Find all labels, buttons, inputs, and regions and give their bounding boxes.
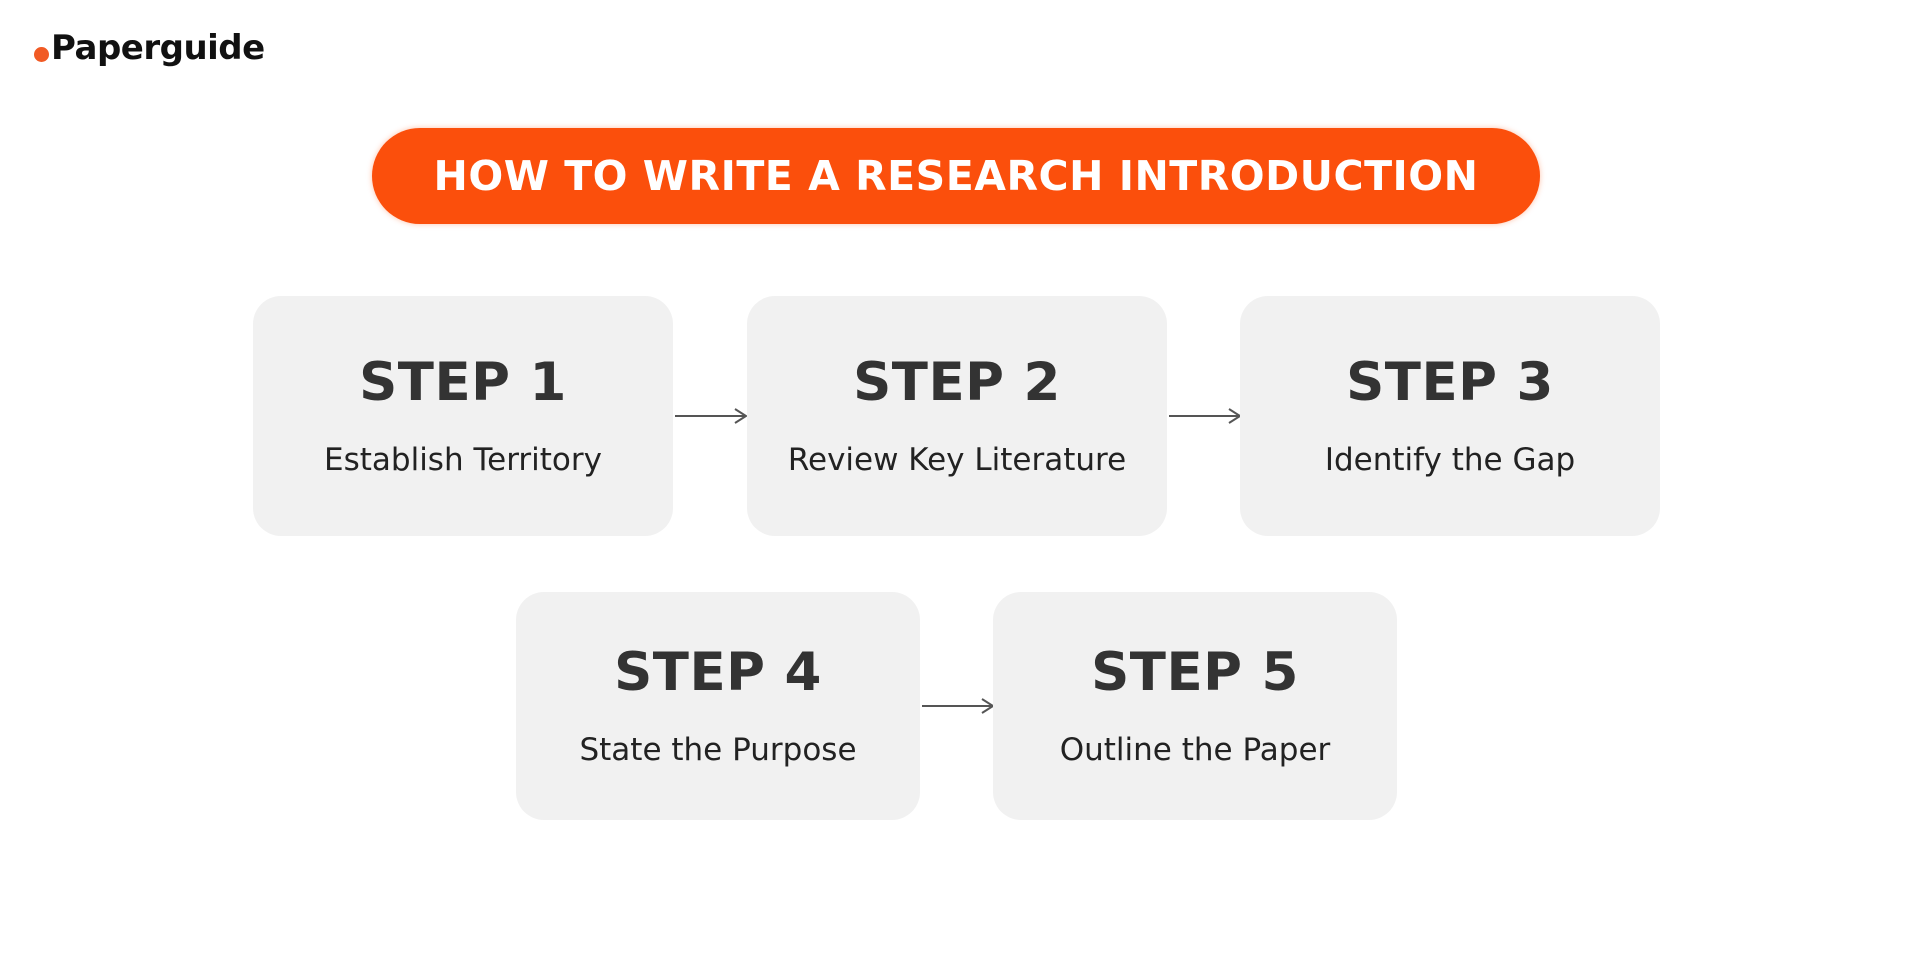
step-card-3: STEP 3 Identify the Gap: [1240, 296, 1660, 536]
paperguide-logo[interactable]: Paperguide: [34, 28, 265, 68]
step-label: STEP 2: [853, 352, 1061, 413]
step-description: Review Key Literature: [787, 442, 1127, 478]
logo-text: Paperguide: [51, 28, 265, 68]
step-description: Outline the Paper: [1059, 732, 1331, 768]
step-label: STEP 5: [1091, 642, 1299, 703]
logo-dot-icon: [34, 46, 49, 62]
arrow-right-icon: [675, 408, 748, 424]
step-card-5: STEP 5 Outline the Paper: [993, 592, 1397, 820]
step-card-2: STEP 2 Review Key Literature: [747, 296, 1167, 536]
title-text: HOW TO WRITE A RESEARCH INTRODUCTION: [433, 152, 1479, 200]
step-card-1: STEP 1 Establish Territory: [253, 296, 673, 536]
arrow-right-icon: [1169, 408, 1242, 424]
step-description: Establish Territory: [324, 442, 602, 478]
arrow-right-icon: [922, 698, 995, 714]
step-card-4: STEP 4 State the Purpose: [516, 592, 920, 820]
step-label: STEP 1: [359, 352, 567, 413]
step-description: Identify the Gap: [1324, 442, 1576, 478]
step-description: State the Purpose: [579, 732, 857, 768]
title-banner: HOW TO WRITE A RESEARCH INTRODUCTION: [372, 128, 1540, 224]
step-label: STEP 4: [614, 642, 822, 703]
step-label: STEP 3: [1346, 352, 1554, 413]
